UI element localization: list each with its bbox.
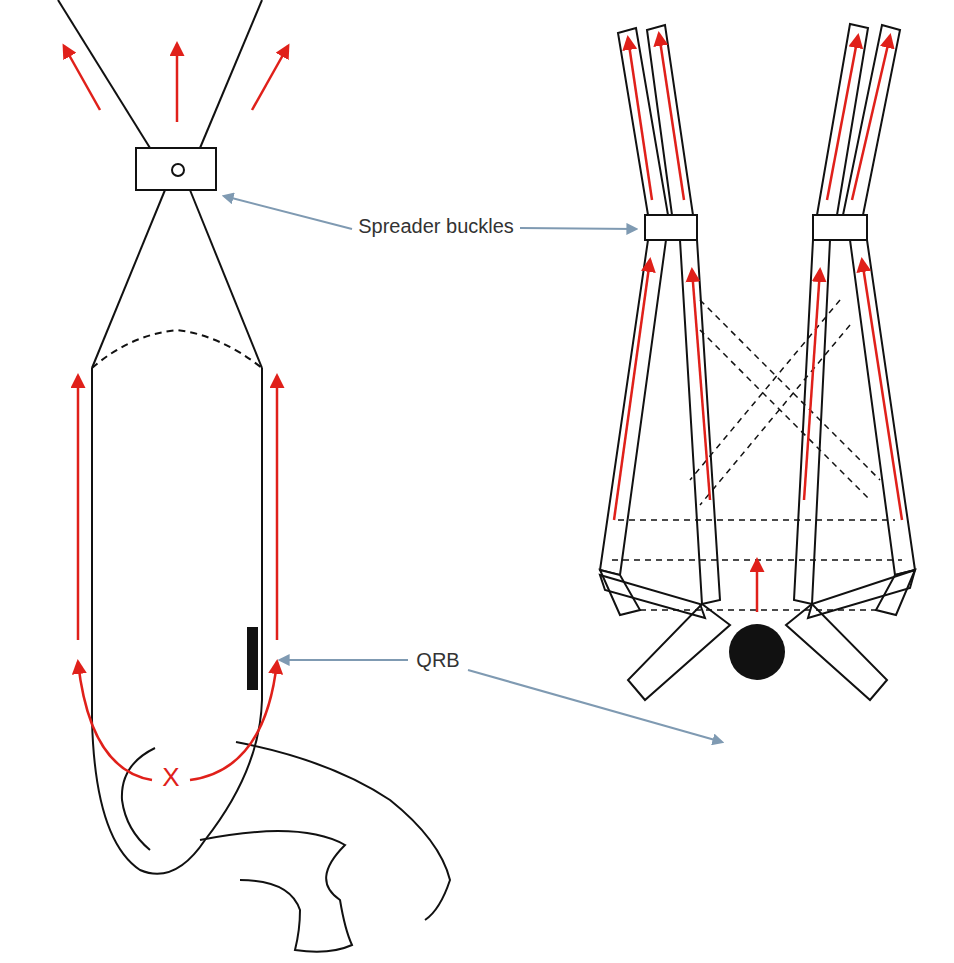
spreader-buckle xyxy=(645,215,697,240)
point-mark: X xyxy=(162,762,179,793)
side-view-harness xyxy=(58,0,450,952)
load-arrow xyxy=(614,260,650,520)
load-arrows xyxy=(614,34,902,612)
load-arrow xyxy=(862,260,902,520)
hidden-strap xyxy=(618,519,895,521)
part-label: Spreader buckles xyxy=(358,214,514,238)
riser-line xyxy=(58,0,150,148)
hidden-strap xyxy=(700,300,880,480)
load-arrows xyxy=(64,44,288,780)
leader-line xyxy=(468,670,722,742)
quick-release-buckle xyxy=(729,624,785,680)
load-arrow xyxy=(852,36,890,200)
harness-line xyxy=(92,190,165,368)
load-arrow xyxy=(252,46,288,110)
riser-strap xyxy=(843,25,900,215)
load-arrow xyxy=(628,38,652,200)
spreader-buckle xyxy=(136,148,216,190)
load-arrow xyxy=(64,46,100,110)
shoulder-strap xyxy=(600,240,666,575)
leg-strap xyxy=(786,604,887,700)
load-arrow xyxy=(176,44,179,122)
load-arrow xyxy=(827,36,858,200)
quick-release-buckle xyxy=(247,627,258,690)
front-view-harness xyxy=(600,24,915,700)
riser-strap xyxy=(647,25,693,215)
load-arrow xyxy=(190,662,277,780)
seat-edge xyxy=(600,575,705,618)
load-arrow xyxy=(77,376,80,640)
load-arrow xyxy=(78,662,152,780)
shoulder-strap xyxy=(794,240,830,604)
pilot-back xyxy=(122,748,155,850)
seat-edge xyxy=(808,570,915,618)
part-label: QRB xyxy=(416,648,459,672)
leader-lines xyxy=(224,196,722,742)
leader-line xyxy=(520,228,636,229)
buckle-hole xyxy=(172,164,184,176)
leader-line xyxy=(280,659,408,661)
hidden-edge xyxy=(92,330,262,368)
riser-line xyxy=(200,0,262,148)
pilot-leg xyxy=(200,831,352,952)
leader-line xyxy=(224,196,352,229)
load-arrow xyxy=(756,560,759,612)
shoulder-strap xyxy=(850,240,915,575)
load-arrow xyxy=(659,34,684,200)
hidden-strap xyxy=(700,330,870,500)
load-arrow xyxy=(276,376,279,640)
hidden-strap xyxy=(690,300,840,480)
hidden-strap xyxy=(700,325,850,505)
shoulder-strap xyxy=(680,240,720,604)
leg-strap xyxy=(628,604,730,700)
spreader-buckle xyxy=(813,215,867,240)
load-arrow xyxy=(692,270,710,500)
load-arrow xyxy=(804,270,820,500)
seat-loop xyxy=(92,368,262,874)
harness-line xyxy=(190,190,262,368)
